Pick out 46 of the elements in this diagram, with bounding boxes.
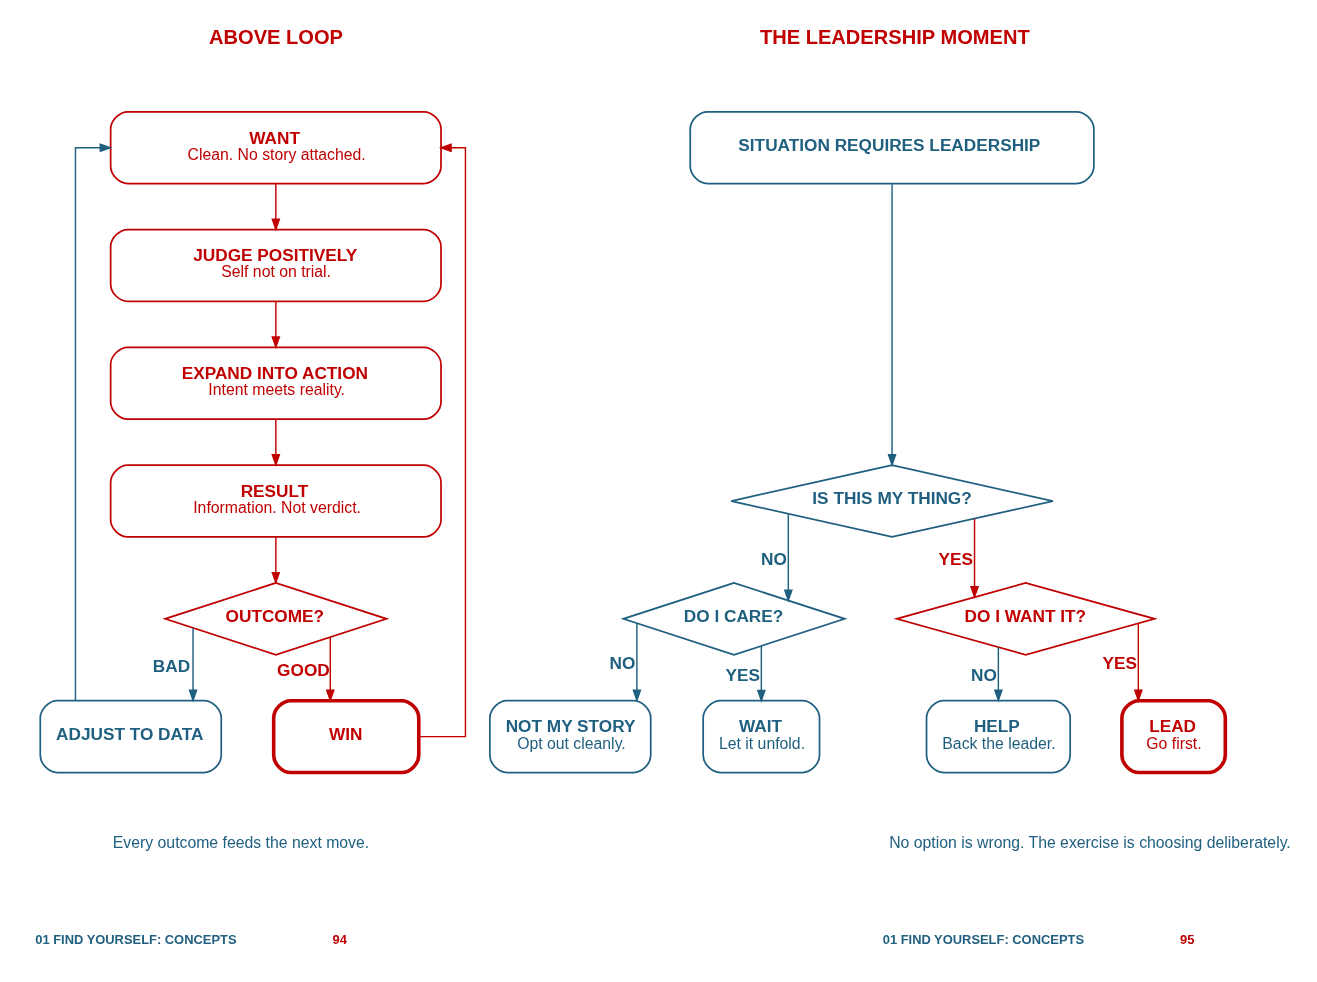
node-box: ADJUST TO DATA	[38, 699, 222, 774]
node-diamond: OUTCOME?	[161, 582, 389, 656]
edge-label: GOOD	[276, 660, 330, 681]
node-box: EXPAND INTO ACTION Intent meets reality.	[109, 346, 442, 421]
arrow	[270, 182, 280, 232]
node-diamond: IS THIS MY THING?	[729, 464, 1054, 538]
edge-label: NO	[760, 548, 787, 569]
node-box: WAIT Let it unfold.	[701, 699, 820, 774]
label: No option is wrong. The exercise is choosing deliberately.	[888, 834, 1291, 852]
arrow	[993, 646, 1003, 703]
arrow	[270, 418, 280, 468]
node-box: WANT Clean. No story attached.	[109, 110, 442, 185]
node-box: HELP Back the leader.	[925, 699, 1071, 774]
arrow	[887, 183, 897, 467]
arrow	[756, 645, 766, 703]
node-box: JUDGE POSITIVELY Self not on trial.	[109, 228, 442, 303]
arrow	[969, 518, 979, 599]
node-diamond: DO I CARE?	[620, 582, 848, 656]
label: 94	[332, 931, 347, 947]
arrow	[188, 627, 198, 703]
edge-label: YES	[724, 664, 760, 685]
edge-label: YES	[938, 549, 973, 570]
arrow	[270, 536, 280, 585]
node-box: WIN	[271, 698, 421, 775]
node-box: NOT MY STORY Opt out cleanly.	[488, 699, 652, 774]
arrow	[783, 513, 793, 603]
label: Every outcome feeds the next move.	[112, 834, 369, 852]
arrow	[417, 143, 466, 738]
edge-label: NO	[970, 665, 997, 686]
edge-label: NO	[609, 653, 635, 674]
label: 01 FIND YOURSELF: CONCEPTS	[882, 931, 1084, 947]
node-box: LEAD Go first.	[1119, 698, 1227, 775]
arrow	[270, 300, 280, 350]
node-box: SITUATION REQUIRES LEADERSHIP	[688, 110, 1095, 185]
arrow	[74, 143, 113, 702]
arrow	[1133, 623, 1143, 703]
label: 95	[1179, 931, 1194, 947]
edge-label: YES	[1101, 653, 1137, 674]
label: 01 FIND YOURSELF: CONCEPTS	[34, 931, 237, 947]
label: THE LEADERSHIP MOMENT	[759, 25, 1030, 48]
node-diamond: DO I WANT IT?	[892, 582, 1158, 656]
arrow	[631, 622, 641, 703]
edge-label: BAD	[152, 655, 190, 676]
arrow	[325, 636, 335, 703]
node-box: RESULT Information. Not verdict.	[109, 464, 442, 538]
label: ABOVE LOOP	[208, 25, 343, 48]
